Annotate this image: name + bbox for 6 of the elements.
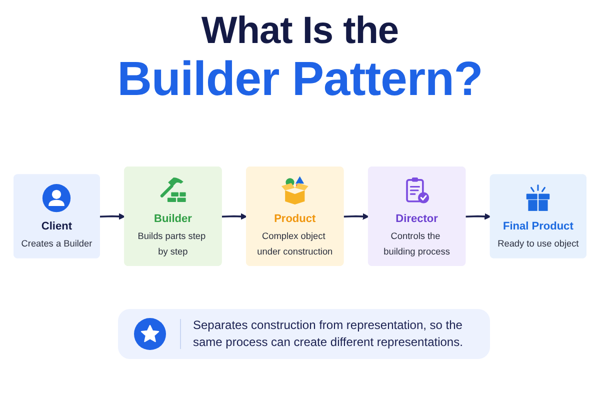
arrow [344, 212, 369, 220]
arrow [100, 212, 126, 220]
arrow [466, 212, 491, 220]
title: What Is the Builder Pattern? [117, 10, 483, 106]
caption: Separates construction from representation, so the same process can create different representations. [193, 316, 464, 351]
arrow [222, 212, 248, 220]
